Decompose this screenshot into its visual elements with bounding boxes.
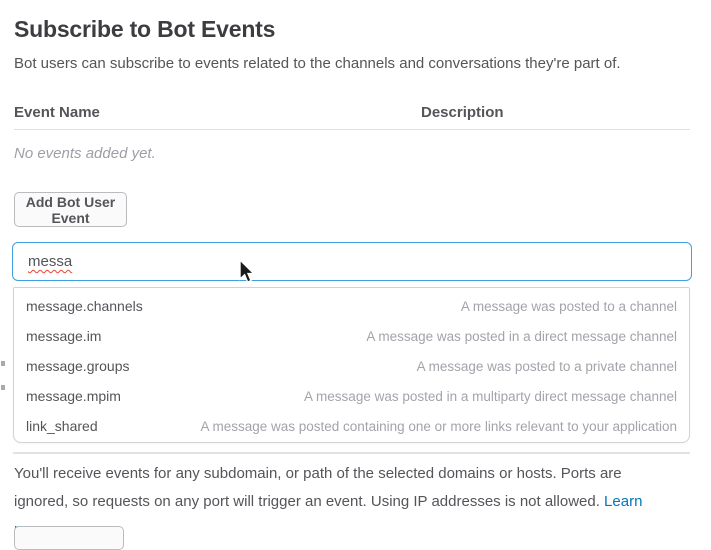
empty-state-text: No events added yet. (14, 145, 156, 162)
page-subtitle: Bot users can subscribe to events relate… (14, 55, 621, 72)
suggestion-event-name: message.im (26, 328, 102, 344)
suggestion-event-name: message.groups (26, 358, 130, 374)
add-bot-user-event-button-label: Add Bot User Event (25, 193, 116, 226)
table-header-divider (14, 129, 690, 130)
suggestion-event-name: link_shared (26, 418, 98, 434)
column-header-description: Description (421, 104, 504, 121)
column-header-event-name: Event Name (14, 104, 100, 121)
page-title: Subscribe to Bot Events (14, 16, 276, 42)
partial-bottom-button[interactable] (14, 526, 124, 550)
suggestion-message-im[interactable]: message.im A message was posted in a dir… (14, 321, 689, 351)
suggestion-message-channels[interactable]: message.channels A message was posted to… (14, 291, 689, 321)
footer-note-text: You'll receive events for any subdomain,… (14, 465, 622, 510)
suggestion-message-mpim[interactable]: message.mpim A message was posted in a m… (14, 381, 689, 411)
suggestion-event-description: A message was posted containing one or m… (200, 418, 677, 434)
suggestion-event-description: A message was posted to a private channe… (416, 358, 677, 374)
suggestion-link-shared[interactable]: link_shared A message was posted contain… (14, 411, 689, 441)
section-divider (13, 452, 690, 454)
event-search-input[interactable]: messa (12, 242, 692, 281)
bot-events-settings-page: { "page": { "title": "Subscribe to Bot E… (0, 16, 711, 550)
event-suggestions-dropdown: message.channels A message was posted to… (13, 287, 690, 443)
suggestion-event-name: message.mpim (26, 388, 121, 404)
suggestion-event-description: A message was posted in a multiparty dir… (304, 388, 677, 404)
events-table-header: Event Name Description (0, 104, 711, 124)
suggestion-event-description: A message was posted in a direct message… (366, 328, 677, 344)
suggestion-event-name: message.channels (26, 298, 143, 314)
obscured-text-fragment (1, 361, 5, 366)
suggestion-event-description: A message was posted to a channel (460, 298, 677, 314)
obscured-text-fragment (1, 385, 5, 390)
suggestion-message-groups[interactable]: message.groups A message was posted to a… (14, 351, 689, 381)
event-search-input-value: messa (28, 253, 73, 270)
add-bot-user-event-button[interactable]: Add Bot User Event (14, 192, 127, 227)
